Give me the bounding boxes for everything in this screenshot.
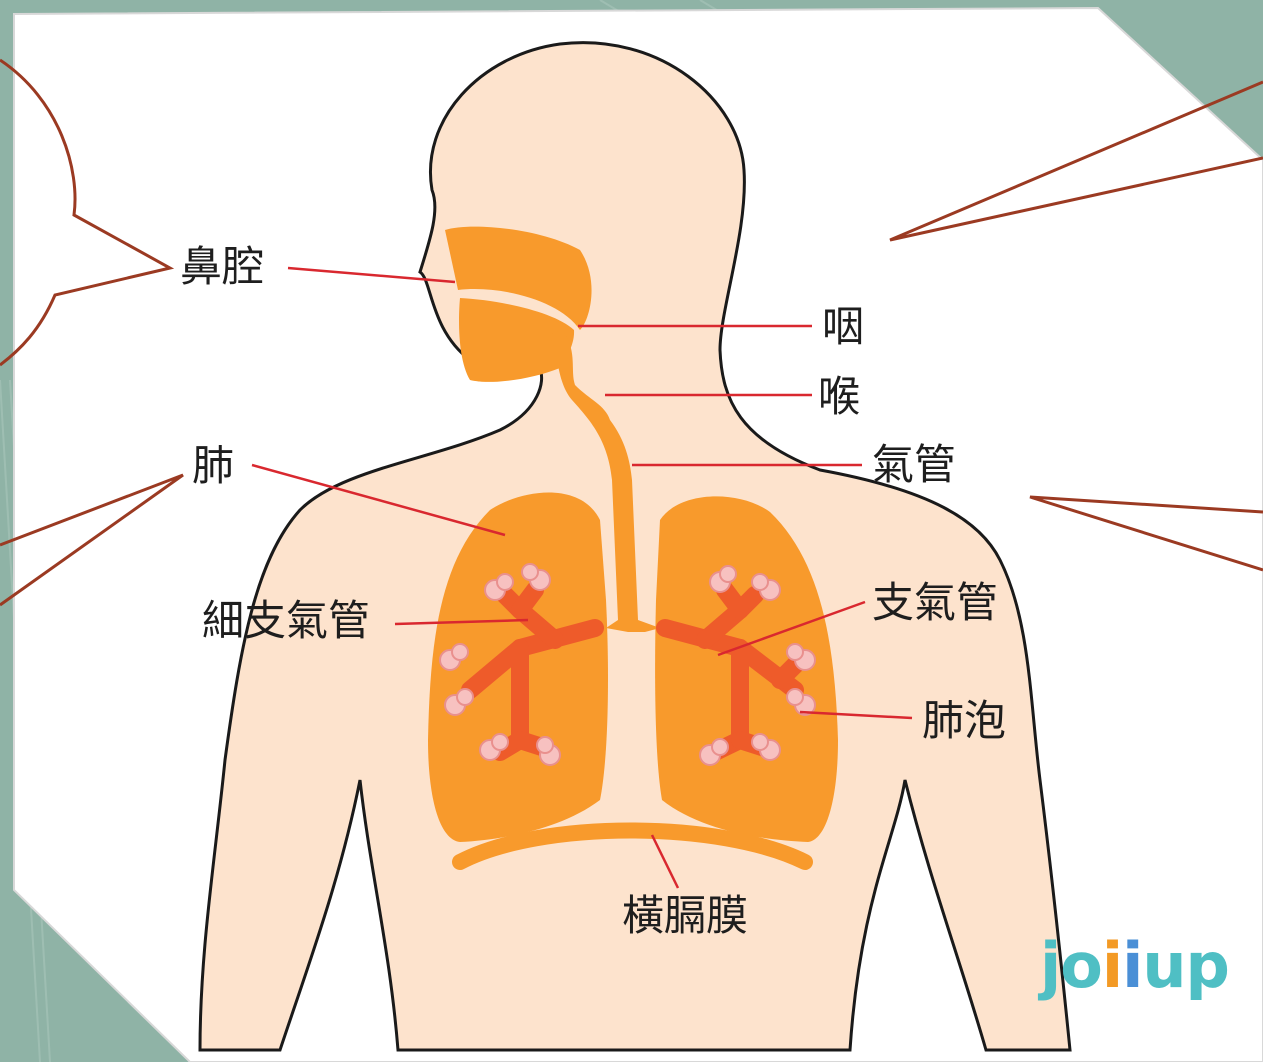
label-pharynx: 咽 bbox=[822, 306, 864, 348]
logo-text-part1: jo bbox=[1040, 935, 1102, 997]
label-bronchiole: 細支氣管 bbox=[202, 600, 370, 642]
label-alveolus: 肺泡 bbox=[922, 700, 1006, 742]
logo-text-part4: up bbox=[1142, 935, 1229, 997]
label-lung: 肺 bbox=[192, 445, 234, 487]
label-trachea: 氣管 bbox=[872, 444, 956, 486]
joiiup-logo: joiiup bbox=[1040, 935, 1229, 997]
label-bronchus: 支氣管 bbox=[872, 582, 998, 624]
label-diaphragm: 橫膈膜 bbox=[622, 895, 748, 937]
label-larynx: 喉 bbox=[818, 376, 860, 418]
label-nasal-cavity: 鼻腔 bbox=[180, 246, 264, 288]
logo-text-part3: i bbox=[1122, 935, 1142, 997]
logo-text-part2: i bbox=[1102, 935, 1122, 997]
